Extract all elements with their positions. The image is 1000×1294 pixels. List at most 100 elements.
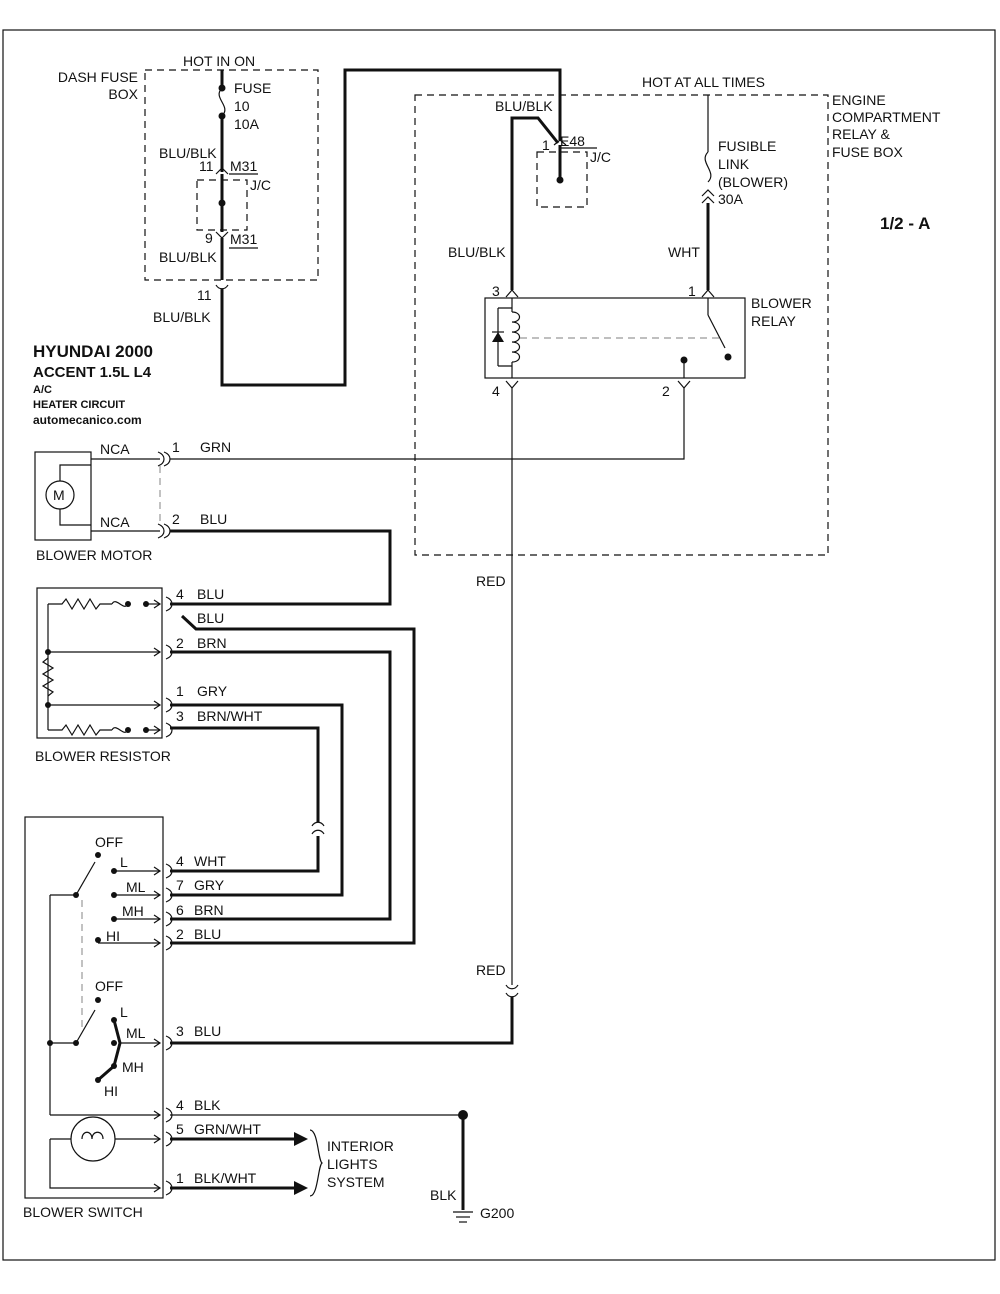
blower-resistor-box — [36, 587, 163, 739]
resistor-icon-middle — [41, 657, 55, 697]
pin-1-resistor: 1 — [176, 683, 184, 699]
wire-label-blu-r: BLU — [197, 610, 224, 626]
ecr-label-4: FUSE BOX — [832, 144, 903, 160]
wire-brn-wht — [170, 726, 320, 822]
wire-label-grn-wht: GRN/WHT — [194, 1121, 261, 1137]
lower-off-label: OFF — [95, 978, 123, 994]
wire-label-blu-blk-3: BLU/BLK — [153, 309, 211, 325]
pin-1-switch: 1 — [176, 1170, 184, 1186]
interior-label-3: SYSTEM — [327, 1174, 385, 1190]
connector-m31-label-2: M31 — [230, 231, 257, 247]
motor-symbol: M — [53, 487, 65, 503]
lower-switch-blade — [75, 1009, 96, 1044]
nca-label-1: NCA — [100, 441, 130, 457]
upper-off-label: OFF — [95, 834, 123, 850]
e48-jc-label: J/C — [590, 149, 611, 165]
pin-9: 9 — [205, 230, 213, 246]
pin-11: 11 — [199, 158, 214, 174]
pin-3-resistor: 3 — [176, 708, 184, 724]
e48-jc-box — [536, 151, 588, 208]
wire-label-gry: GRY — [197, 683, 228, 699]
interior-lights-brace — [309, 1129, 323, 1197]
wire-blu-blk-relay — [510, 116, 560, 290]
engine-compartment-box: ENGINE COMPARTMENT RELAY & FUSE BOX HOT … — [414, 74, 941, 556]
ecr-label-3: RELAY & — [832, 126, 891, 142]
blower-switch: BLOWER SWITCH OFF L ML MH HI OFF L ML MH… — [23, 816, 261, 1220]
lower-mh-label: MH — [122, 1059, 144, 1075]
hot-in-on-label: HOT IN ON — [183, 53, 255, 69]
blower-resistor: BLOWER RESISTOR 4 BLU BLU 2 BRN 1 GRY 3 … — [35, 586, 263, 764]
fusible-label-1: FUSIBLE — [718, 138, 776, 154]
arrow-grn-wht-icon — [294, 1132, 308, 1146]
wire-label-blu-switch-3: BLU — [194, 1023, 221, 1039]
pin-3-relay: 3 — [492, 283, 500, 299]
upper-l-label: L — [120, 854, 128, 870]
title-site: automecanico.com — [33, 413, 142, 427]
wire-label-wht-switch: WHT — [194, 853, 226, 869]
connector-m31-label: M31 — [230, 158, 257, 174]
interior-label-1: INTERIOR — [327, 1138, 394, 1154]
e48-connector — [553, 139, 567, 146]
fusible-link-icon — [704, 151, 712, 183]
nca-label-2: NCA — [100, 514, 130, 530]
lower-hi-label: HI — [104, 1083, 118, 1099]
resistor-icon-bottom — [48, 723, 112, 737]
wire-label-brn: BRN — [197, 635, 227, 651]
pin-1-e48: 1 — [542, 137, 550, 153]
interior-label-2: LIGHTS — [327, 1156, 378, 1172]
relay-diode-icon — [492, 332, 504, 342]
wire-gry — [170, 703, 344, 897]
lower-l-label: L — [120, 1004, 128, 1020]
pin-2-relay: 2 — [662, 383, 670, 399]
pin-4-resistor: 4 — [176, 586, 184, 602]
pin-1-relay: 1 — [688, 283, 696, 299]
page-frame — [2, 29, 996, 1261]
fusible-label-4: 30A — [718, 191, 744, 207]
connector-m31-bottom — [215, 231, 229, 239]
switch-lamp-icon — [70, 1116, 116, 1162]
pin-4-relay: 4 — [492, 383, 500, 399]
wire-grn — [170, 388, 685, 460]
fusible-label-3: (BLOWER) — [718, 174, 788, 190]
pin-2-motor: 2 — [172, 511, 180, 527]
blower-relay-label-1: BLOWER — [751, 295, 812, 311]
blower-motor: M BLOWER MOTOR NCA NCA 1 2 GRN BLU — [34, 439, 231, 563]
wire-label-grn: GRN — [200, 439, 231, 455]
page-number: 1/2 - A — [880, 214, 930, 233]
dash-fuse-box-label-2: BOX — [108, 86, 138, 102]
upper-mh-label: MH — [122, 903, 144, 919]
fuse-label-2: 10 — [234, 98, 250, 114]
blower-resistor-label: BLOWER RESISTOR — [35, 748, 171, 764]
resistor-icon-top — [48, 597, 112, 611]
engine-compartment-outline — [414, 94, 829, 556]
connector-m31-top — [215, 167, 229, 175]
pin-4-switch-blk: 4 — [176, 1097, 184, 1113]
wire-blu-motor — [170, 529, 392, 606]
upper-ml-label: ML — [126, 879, 146, 895]
hot-at-all-times-label: HOT AT ALL TIMES — [642, 74, 765, 90]
upper-switch-blade — [75, 861, 96, 896]
wire-label-red-2: RED — [476, 962, 506, 978]
wire-label-gry-switch: GRY — [194, 877, 225, 893]
ground-label: G200 — [480, 1205, 514, 1221]
title-make: HYUNDAI 2000 — [33, 342, 153, 361]
dash-fuse-box-outline — [144, 69, 319, 281]
dash-fuse-box: HOT IN ON DASH FUSE BOX FUSE 10 10A BLU/… — [58, 53, 319, 325]
wire-label-blu-blk-e48: BLU/BLK — [495, 98, 553, 114]
dash-fuse-box-label-1: DASH FUSE — [58, 69, 138, 85]
relay-switch-blade — [707, 314, 726, 349]
wire-label-blu-4: BLU — [197, 586, 224, 602]
arrow-blk-wht-icon — [294, 1181, 308, 1195]
blower-relay-label-2: RELAY — [751, 313, 797, 329]
wire-label-blu-motor: BLU — [200, 511, 227, 527]
pin-7-switch: 7 — [176, 877, 184, 893]
wire-label-blk: BLK — [194, 1097, 221, 1113]
wire-label-blu-blk-2: BLU/BLK — [159, 249, 217, 265]
wire-label-wht: WHT — [668, 244, 700, 260]
wire-label-blk-ground: BLK — [430, 1187, 457, 1203]
blower-switch-box — [24, 816, 164, 1199]
pin-2-switch: 2 — [176, 926, 184, 942]
title-circuit: HEATER CIRCUIT — [33, 399, 125, 411]
connector-11 — [215, 284, 229, 290]
